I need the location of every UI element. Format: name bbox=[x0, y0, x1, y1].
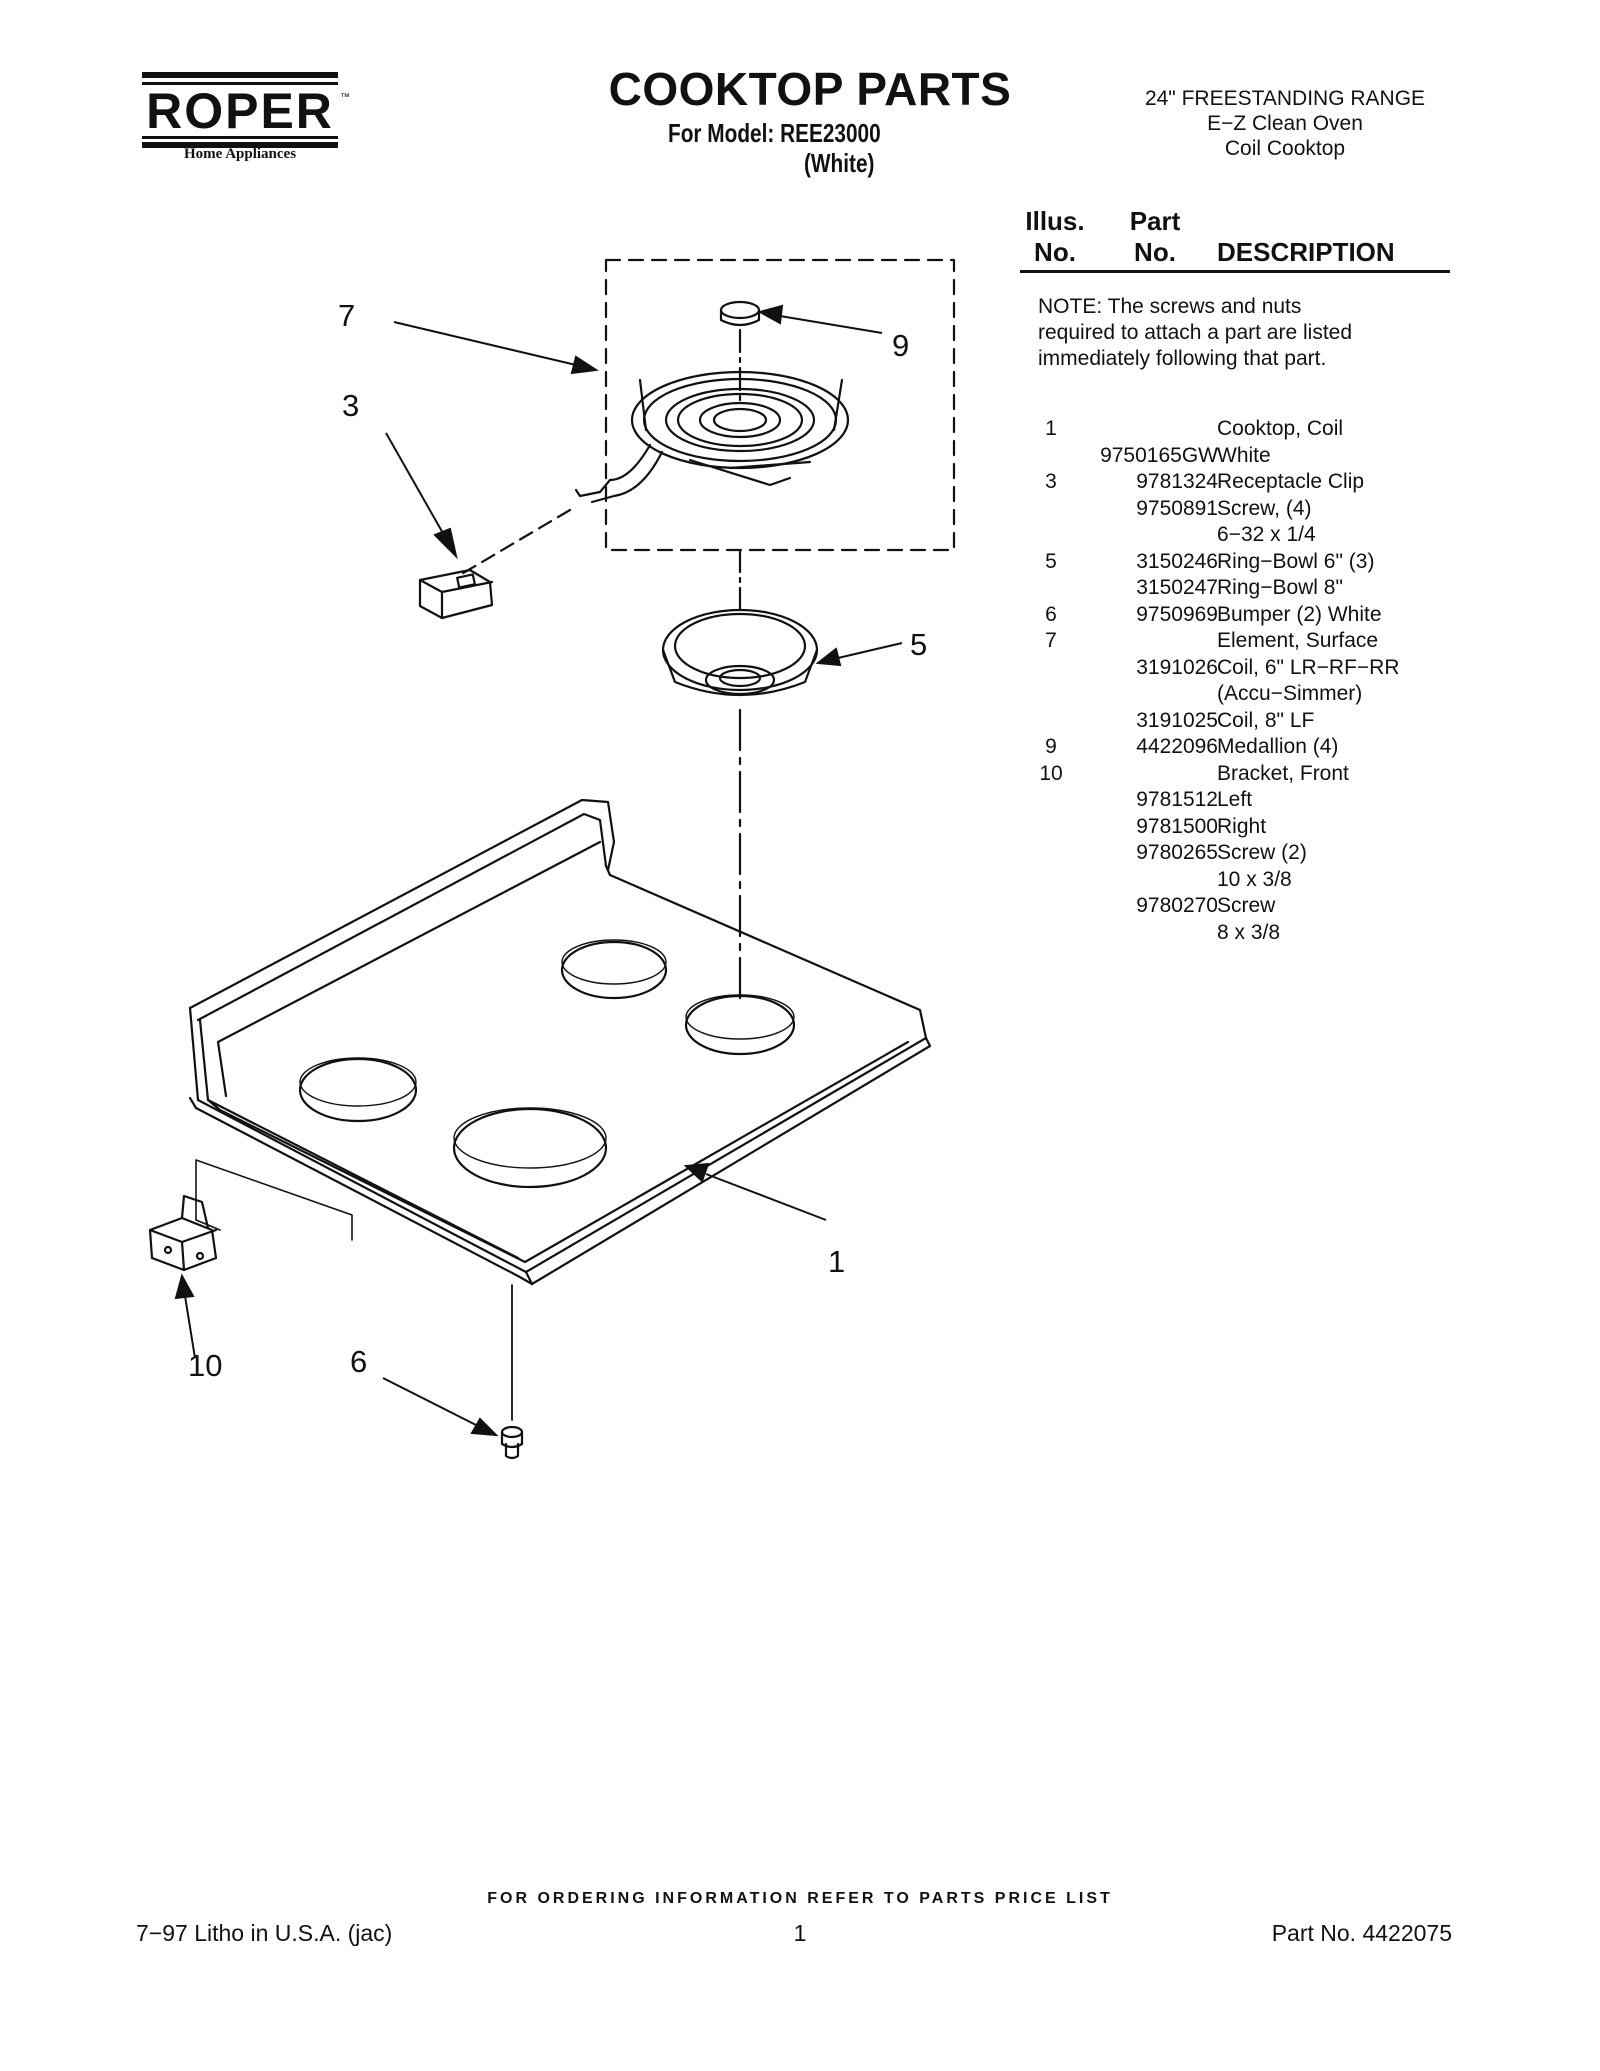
part-number: 3191025 bbox=[1136, 708, 1218, 732]
page-number: 1 bbox=[793, 1920, 807, 1946]
parts-row: 8 x 3/8 bbox=[1020, 920, 1460, 947]
surface-element-coil-part bbox=[574, 370, 850, 504]
part-description: Screw (2) bbox=[1217, 841, 1307, 864]
part-description: Ring−Bowl 8" bbox=[1217, 576, 1343, 599]
brand-trademark: ™ bbox=[340, 92, 350, 103]
part-description: Ring−Bowl 6" (3) bbox=[1217, 549, 1375, 573]
column-header-part: Part No. bbox=[1129, 206, 1181, 267]
part-number: 9781512 bbox=[1136, 788, 1218, 811]
part-description: Coil, 6" LR−RF−RR bbox=[1217, 655, 1400, 679]
cooktop-part bbox=[188, 798, 932, 1286]
part-description: 6−32 x 1/4 bbox=[1217, 523, 1316, 546]
receptacle-clip-part bbox=[418, 568, 494, 620]
part-number: 3150246 bbox=[1136, 549, 1218, 573]
part-description: Cooktop, Coil bbox=[1217, 417, 1344, 440]
part-description: Medallion (4) bbox=[1217, 735, 1339, 758]
part-number: 9780265 bbox=[1136, 841, 1218, 864]
brand-subtitle: Home Appliances bbox=[183, 146, 297, 162]
illus-number: 10 bbox=[1039, 761, 1063, 785]
brand-logo: ROPER bbox=[146, 83, 334, 139]
part-number: 3191026 bbox=[1136, 655, 1218, 679]
callout-5: 5 bbox=[910, 627, 928, 662]
callout-9: 9 bbox=[892, 328, 910, 363]
column-header-illus: Illus. No. bbox=[1025, 206, 1085, 267]
part-description: (Accu−Simmer) bbox=[1217, 682, 1363, 705]
brand-logo-frame bbox=[142, 72, 338, 148]
part-description: Bracket, Front bbox=[1217, 761, 1349, 785]
illus-number: 5 bbox=[1045, 549, 1057, 573]
medallion-part bbox=[719, 300, 761, 327]
product-line: 24" FREESTANDING RANGE bbox=[1144, 87, 1426, 110]
illus-number: 6 bbox=[1045, 602, 1057, 626]
parts-row: (Accu−Simmer) bbox=[1020, 681, 1460, 708]
parts-row: 1 Cooktop, Coil bbox=[1020, 416, 1460, 443]
part-description: Right bbox=[1217, 814, 1267, 838]
part-number: 9781324 bbox=[1136, 470, 1218, 493]
part-description: Left bbox=[1217, 788, 1253, 811]
illus-number: 3 bbox=[1045, 470, 1057, 493]
cooktop-exploded-diagram bbox=[148, 258, 956, 1460]
color-line: (White) bbox=[804, 148, 875, 178]
part-description: Receptacle Clip bbox=[1217, 470, 1365, 493]
illus-number: 1 bbox=[1045, 417, 1057, 440]
illus-number: 7 bbox=[1045, 629, 1057, 652]
parts-row: 10 x 3/8 bbox=[1020, 867, 1460, 894]
part-description: Screw bbox=[1217, 894, 1276, 917]
parts-row: 7 Element, Surface bbox=[1020, 628, 1460, 655]
part-description: Coil, 8" LF bbox=[1217, 708, 1315, 732]
part-description: Bumper (2) White bbox=[1217, 602, 1382, 626]
callout-7: 7 bbox=[338, 298, 356, 333]
litho-info: 7−97 Litho in U.S.A. (jac) bbox=[136, 1920, 393, 1946]
part-number: 9750969 bbox=[1136, 602, 1218, 626]
product-line: E−Z Clean Oven bbox=[1207, 112, 1363, 135]
front-bracket-part bbox=[148, 1194, 218, 1272]
callout-6: 6 bbox=[350, 1344, 368, 1379]
part-number: 9750891 bbox=[1136, 496, 1218, 520]
part-description: Screw, (4) bbox=[1217, 496, 1312, 520]
part-description: 10 x 3/8 bbox=[1217, 867, 1292, 891]
part-number: 9781500 bbox=[1136, 814, 1218, 838]
parts-note: NOTE: The screws and nuts required to at… bbox=[1038, 295, 1353, 370]
callout-3: 3 bbox=[342, 388, 360, 423]
part-description: White bbox=[1217, 443, 1271, 467]
callout-1: 1 bbox=[828, 1244, 846, 1279]
callout-10: 10 bbox=[188, 1348, 223, 1383]
parts-row: 10 Bracket, Front bbox=[1020, 761, 1460, 788]
ring-bowl-part bbox=[661, 608, 819, 697]
bumper-part bbox=[500, 1425, 524, 1460]
column-header-description: DESCRIPTION bbox=[1217, 237, 1395, 267]
part-number: 3150247 bbox=[1136, 576, 1218, 599]
part-number: 9750165GW bbox=[1100, 443, 1218, 467]
part-number: 9780270 bbox=[1136, 894, 1218, 917]
product-line: Coil Cooktop bbox=[1224, 137, 1346, 160]
product-description: 24" FREESTANDING RANGE E−Z Clean Oven Co… bbox=[1110, 86, 1460, 161]
ordering-info: FOR ORDERING INFORMATION REFER TO PARTS … bbox=[487, 1890, 1113, 1907]
part-description: Element, Surface bbox=[1217, 629, 1379, 652]
header-rule bbox=[1020, 270, 1450, 273]
surface-element-group-box bbox=[604, 258, 956, 552]
page-title: COOKTOP PARTS bbox=[608, 63, 1012, 115]
document-part-number: Part No. 4422075 bbox=[1271, 1920, 1452, 1946]
parts-row: 6−32 x 1/4 bbox=[1020, 522, 1460, 549]
part-description: 8 x 3/8 bbox=[1217, 920, 1281, 944]
model-line: For Model: REE23000 bbox=[668, 118, 881, 148]
part-number: 4422096 bbox=[1136, 735, 1218, 758]
illus-number: 9 bbox=[1045, 735, 1057, 758]
